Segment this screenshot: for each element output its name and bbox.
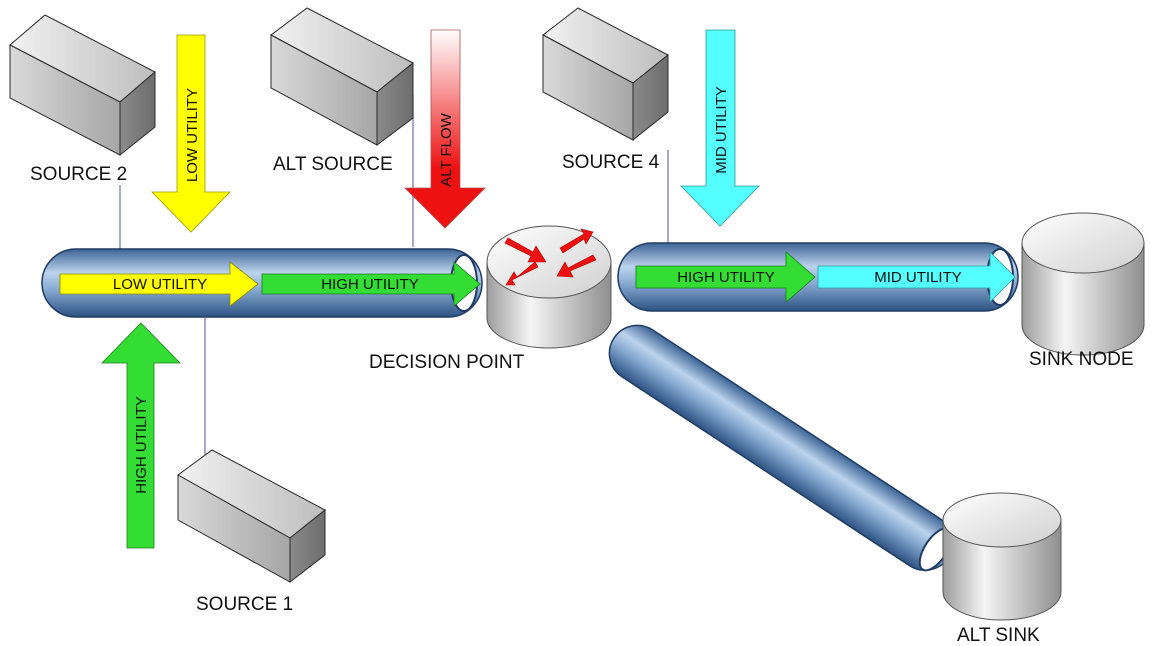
source1-high-utility-arrow: HIGH UTILITY — [101, 322, 181, 549]
left-pipe-high-utility-label: HIGH UTILITY — [321, 276, 419, 293]
alt-source-arrow-label: ALT FLOW — [438, 112, 455, 186]
sink-node-label: SINK NODE — [1029, 349, 1134, 370]
source4-mid-utility-arrow: MID UTILITY — [680, 29, 760, 227]
sink-node-cylinder — [1021, 212, 1145, 356]
alt-sink-pipe — [608, 324, 954, 572]
source1-label: SOURCE 1 — [196, 594, 293, 615]
alt-source-alt-flow-arrow: ALT FLOW — [404, 29, 486, 229]
source2-label: SOURCE 2 — [30, 164, 127, 185]
decision-point-router — [486, 225, 612, 349]
source4-server — [542, 7, 669, 142]
left-pipe-high-utility-arrow: HIGH UTILITY — [261, 261, 481, 307]
source2-server — [9, 14, 156, 157]
source1-arrow-label: HIGH UTILITY — [133, 396, 150, 494]
left-pipe-low-utility-label: LOW UTILITY — [113, 276, 207, 293]
source4-label: SOURCE 4 — [562, 152, 660, 173]
source4-arrow-label: MID UTILITY — [713, 86, 730, 174]
source1-server — [177, 449, 326, 584]
left-pipe-low-utility-arrow: LOW UTILITY — [59, 261, 259, 307]
right-pipe-high-utility-label: HIGH UTILITY — [677, 269, 775, 286]
right-pipe-mid-utility-arrow: MID UTILITY — [817, 251, 1016, 303]
alt-source-label: ALT SOURCE — [273, 154, 393, 175]
router-arrows-icon — [504, 228, 597, 286]
alt-source-server — [270, 7, 414, 146]
right-pipe-mid-utility-label: MID UTILITY — [874, 269, 962, 286]
decision-point-label: DECISION POINT — [369, 352, 525, 373]
right-pipe-high-utility-arrow: HIGH UTILITY — [635, 251, 816, 303]
source2-low-utility-arrow: LOW UTILITY — [151, 34, 231, 233]
alt-sink-cylinder — [942, 492, 1062, 621]
alt-sink-label: ALT SINK — [957, 625, 1040, 646]
source2-arrow-label: LOW UTILITY — [184, 88, 201, 182]
